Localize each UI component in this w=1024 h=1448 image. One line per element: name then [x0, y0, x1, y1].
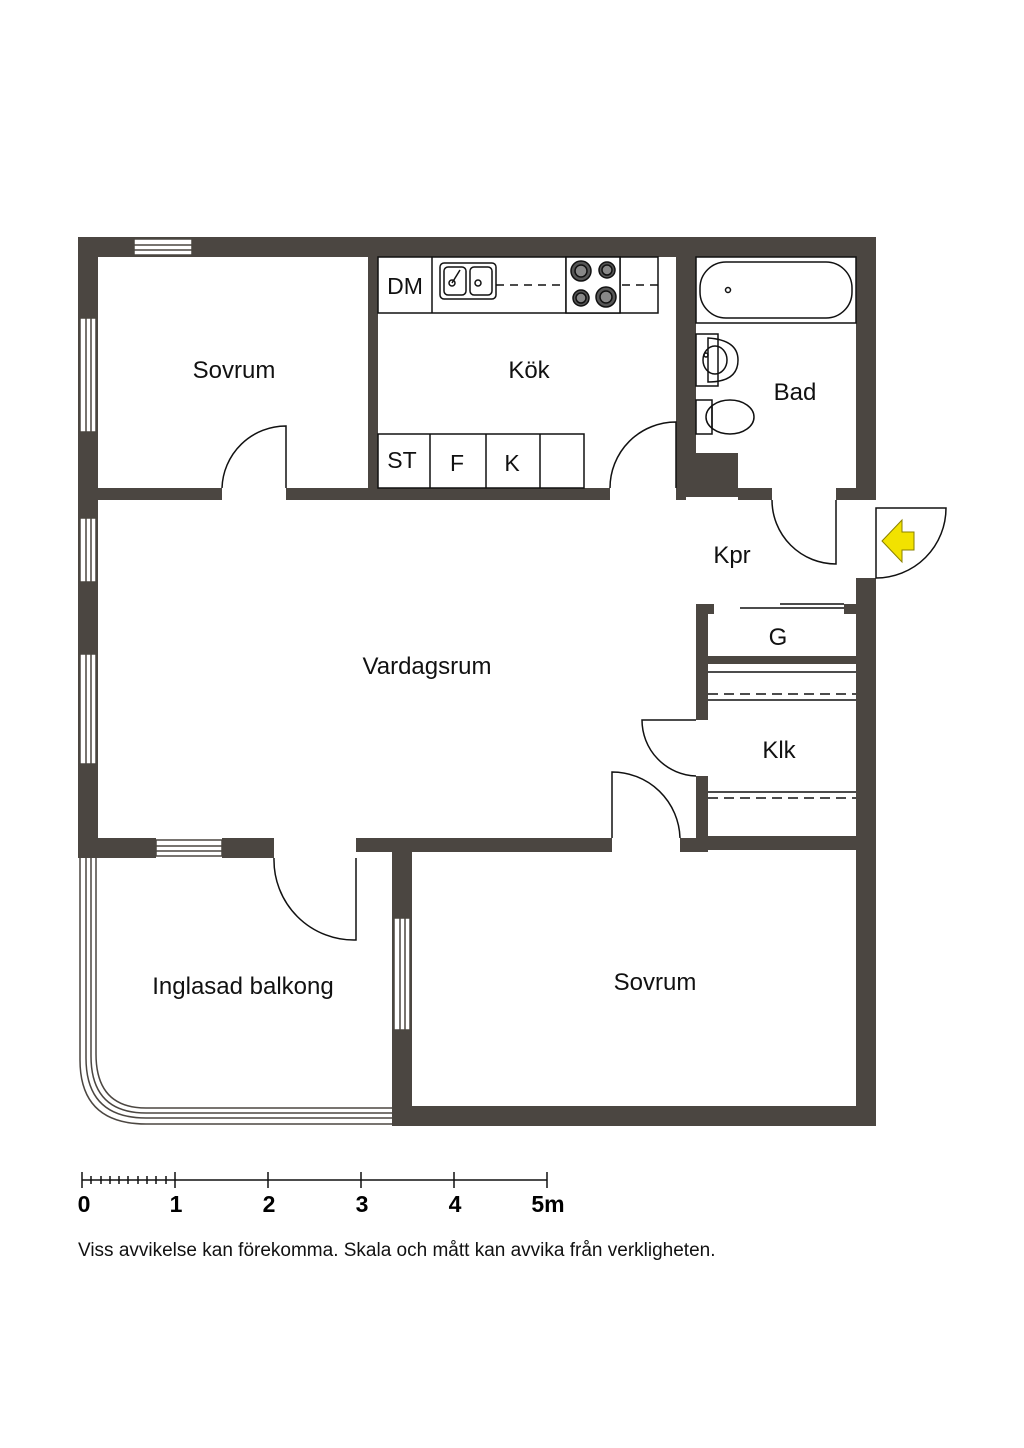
scale-label-2: 2 — [263, 1191, 276, 1217]
balcony-glazing — [79, 858, 392, 1125]
toilet-icon — [695, 399, 755, 435]
fixture-label-fridge: K — [504, 450, 520, 476]
window — [393, 917, 411, 1031]
disclaimer-text: Viss avvikelse kan förekomma. Skala och … — [78, 1240, 716, 1261]
room-label-bedroom-bottom: Sovrum — [614, 969, 697, 996]
scale-label-0: 0 — [78, 1191, 91, 1217]
window — [79, 317, 97, 433]
stove-icon — [565, 256, 621, 314]
scale-label-3: 3 — [356, 1191, 369, 1217]
windows — [79, 238, 411, 1031]
room-label-bedroom-top: Sovrum — [193, 357, 276, 384]
kitchen-fixtures — [377, 256, 660, 489]
window — [79, 653, 97, 765]
room-label-wardrobe-g: G — [769, 624, 788, 651]
wardrobe-shelves — [708, 671, 856, 799]
fixture-label-dishwasher: DM — [387, 273, 423, 299]
fixture-label-freezer: F — [450, 450, 464, 476]
scale-label-4: 4 — [449, 1191, 462, 1217]
bathtub-icon — [695, 256, 857, 324]
room-label-hall: Kpr — [713, 542, 750, 569]
room-label-kitchen: Kök — [508, 357, 550, 384]
window — [133, 238, 193, 256]
doors — [221, 421, 947, 941]
sink-icon — [439, 262, 497, 300]
room-label-balcony: Inglasad balkong — [152, 973, 333, 1000]
scale-bar — [81, 1172, 548, 1188]
washbasin-icon — [695, 333, 739, 387]
room-label-living: Vardagsrum — [363, 653, 492, 680]
entrance-arrow-icon — [881, 518, 915, 564]
window — [155, 839, 223, 857]
scale-label-1: 1 — [170, 1191, 183, 1217]
bath-fixtures — [695, 256, 857, 435]
room-label-wardrobe-klk: Klk — [762, 737, 796, 764]
room-label-bath: Bad — [774, 379, 817, 406]
scale-label-5: 5m — [531, 1191, 564, 1217]
window — [79, 517, 97, 583]
fixture-label-cabinet: ST — [387, 447, 416, 473]
